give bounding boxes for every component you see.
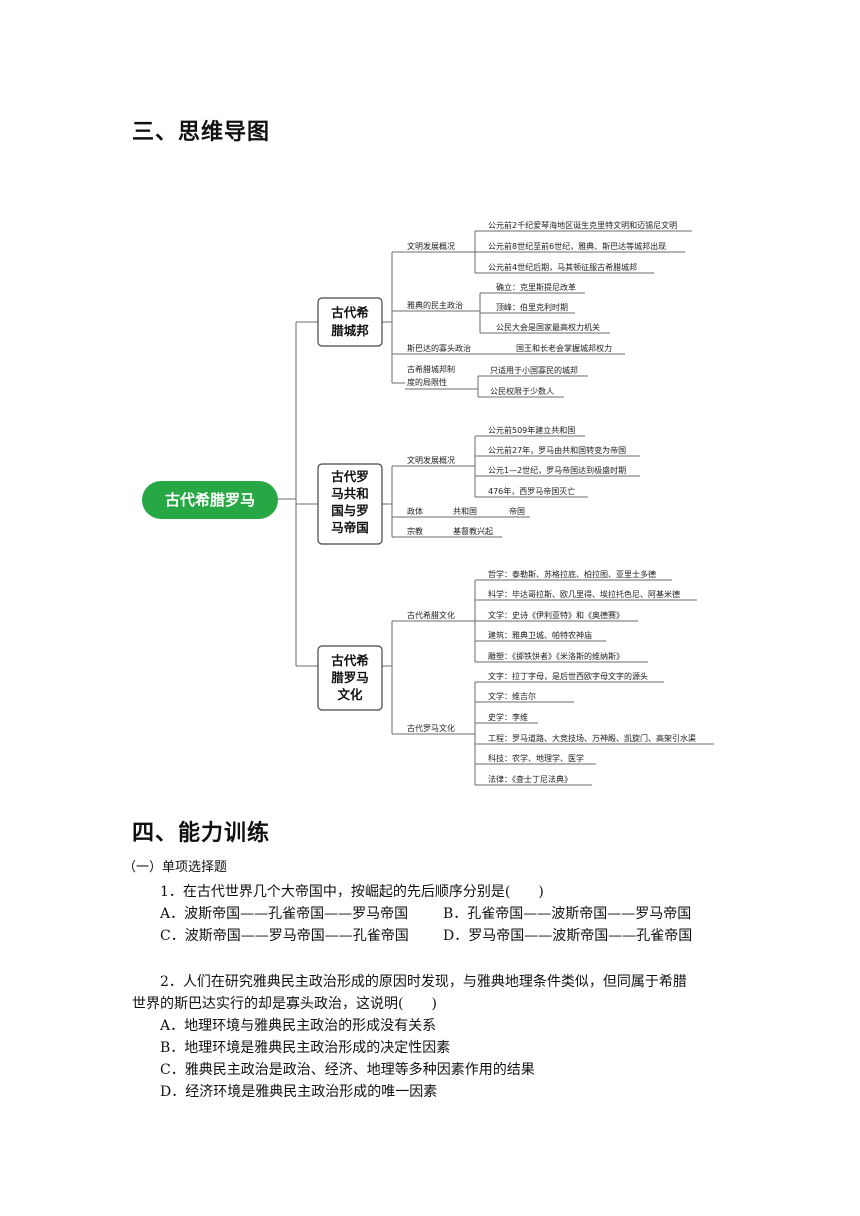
branch-node-roman-republic-empire — [317, 463, 383, 545]
b1-cat2-item: 确立：克里斯提尼改革 — [496, 282, 576, 292]
q2-option-b: B．地理环境是雅典民主政治形成的决定性因素 — [160, 1040, 451, 1056]
b1-category-limitations-line1: 古希腊城邦制 — [407, 364, 455, 374]
b2-cat1-item: 公元1—2世纪，罗马帝国达到极盛时期 — [488, 465, 626, 475]
b3-cat2-item: 史学：李维 — [488, 712, 528, 722]
branch2-title-line1: 古代罗 — [331, 469, 369, 484]
q1-option-c: C．波斯帝国——罗马帝国——孔雀帝国 — [160, 928, 409, 944]
b3-cat2-item: 文字：拉丁字母，是后世西欧字母文字的源头 — [488, 671, 648, 681]
b2-cat2-item: 帝国 — [509, 506, 525, 516]
q2-option-a: A．地理环境与雅典民主政治的形成没有关系 — [160, 1018, 437, 1034]
b3-cat2-item: 文学：维吉尔 — [488, 691, 536, 701]
b1-cat1-item: 公元前4世纪后期，马其顿征服古希腊城邦 — [488, 262, 637, 272]
b2-cat1-item: 公元前509年建立共和国 — [488, 425, 575, 435]
branch1-title-line1: 古代希 — [331, 305, 369, 320]
b1-cat1-item: 公元前8世纪至前6世纪，雅典、斯巴达等城邦出现 — [488, 241, 666, 251]
q2-option-c: C．雅典民主政治是政治、经济、地理等多种因素作用的结果 — [160, 1062, 535, 1078]
b1-category-limitations-line2: 度的局限性 — [407, 377, 447, 387]
b2-cat2-item: 共和国 — [453, 507, 477, 516]
b1-cat2-item: 顶峰：伯里克利时期 — [496, 302, 568, 312]
b3-cat2-item: 科技：农学、地理学、医学 — [488, 753, 584, 763]
b2-cat3-item: 基督教兴起 — [453, 526, 493, 536]
b1-cat4-item: 只适用于小国寡民的城邦 — [490, 365, 578, 375]
b1-cat2-item: 公民大会是国家最高权力机关 — [496, 322, 600, 332]
b1-category-athens: 雅典的民主政治 — [407, 300, 463, 310]
b3-category-greek-culture: 古代希腊文化 — [407, 610, 455, 620]
q2-stem-line2: 世界的斯巴达实行的却是寡头政治，这说明( ) — [132, 996, 437, 1012]
q1-option-b: B．孔雀帝国——波斯帝国——罗马帝国 — [443, 906, 692, 922]
b3-cat1-item: 哲学：泰勒斯、苏格拉底、柏拉图、亚里士多德 — [488, 569, 656, 579]
section-title-training: 四、能力训练 — [132, 821, 271, 846]
root-label: 古代希腊罗马 — [165, 491, 255, 509]
q2-option-d: D．经济环境是雅典民主政治形成的唯一因素 — [160, 1084, 438, 1100]
branch-node-culture — [317, 645, 383, 711]
b3-cat2-item: 工程：罗马道路、大竞技场、万神殿、凯旋门、高架引水渠 — [488, 733, 696, 743]
branch2-title-line3: 国与罗 — [331, 503, 369, 518]
b1-category-sparta: 斯巴达的寡头政治 — [407, 343, 471, 353]
root-node — [142, 481, 278, 519]
section-title-mindmap: 三、思维导图 — [132, 120, 271, 145]
b2-category-religion: 宗教 — [407, 526, 423, 536]
b3-cat1-item: 雕塑：《掷铁饼者》《米洛斯的维纳斯》 — [488, 651, 624, 661]
b2-cat1-item: 476年，西罗马帝国灭亡 — [488, 486, 575, 496]
branch2-title-line4: 马帝国 — [331, 520, 369, 535]
q2-stem-line1: 2．人们在研究雅典民主政治形成的原因时发现，与雅典地理条件类似，但同属于希腊 — [160, 974, 687, 990]
b2-cat1-item: 公元前27年，罗马由共和国转变为帝国 — [488, 445, 626, 455]
b2-category-government: 政体 — [407, 506, 423, 516]
branch3-title-line3: 文化 — [337, 687, 363, 702]
branch1-title-line2: 腊城邦 — [331, 323, 369, 338]
b2-category-civilization: 文明发展概况 — [407, 455, 455, 465]
q1-option-a: A．波斯帝国——孔雀帝国——罗马帝国 — [160, 906, 409, 922]
subsection-title: （一）单项选择题 — [123, 860, 228, 875]
b3-cat1-item: 建筑：雅典卫城、帕特农神庙 — [488, 630, 592, 640]
b1-cat3-item: 国王和长老会掌握城邦权力 — [516, 343, 612, 353]
b3-cat1-item: 文学：史诗《伊利亚特》和《奥德赛》 — [488, 610, 624, 620]
mind-map: 古代希腊罗马 古代希 腊城邦 古代罗 马共和 国与罗 马帝国 古代希 腊罗马 文… — [142, 220, 714, 786]
b3-cat1-item: 科学：毕达哥拉斯、欧几里得、埃拉托色尼、阿基米德 — [488, 589, 680, 599]
q1-option-d: D．罗马帝国——波斯帝国——孔雀帝国 — [443, 928, 693, 944]
b1-cat1-item: 公元前2千纪爱琴海地区诞生克里特文明和迈锡尼文明 — [488, 220, 677, 230]
branch2-title-line2: 马共和 — [331, 486, 369, 501]
b3-cat2-item: 法律：《查士丁尼法典》 — [488, 774, 572, 784]
branch3-title-line2: 腊罗马 — [331, 670, 369, 685]
q1-stem: 1．在古代世界几个大帝国中，按崛起的先后顺序分别是( ) — [160, 884, 544, 900]
branch-node-greek-city-states — [317, 297, 383, 347]
b3-category-roman-culture: 古代罗马文化 — [407, 723, 455, 733]
branch3-title-line1: 古代希 — [331, 653, 369, 668]
b1-category-civilization: 文明发展概况 — [407, 241, 455, 251]
b1-cat4-item: 公民权限于少数人 — [490, 386, 554, 396]
